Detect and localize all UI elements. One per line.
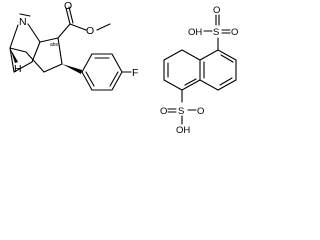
wedge-c3-aryl: [62, 64, 82, 74]
bond-n-c1: [27, 23, 41, 43]
bond-n-c5: [9, 24, 19, 49]
bond-nap-shared-bottom: [199, 79, 219, 91]
bond-nap-double-2: [219, 77, 233, 86]
bond-nap-5: [181, 49, 201, 61]
bond-ar-1: [81, 53, 93, 73]
bond-c7-c6: [13, 61, 33, 73]
bond-nap-double-4: [184, 78, 197, 86]
structure-canvas: N O O F H abs: [0, 0, 268, 134]
atom-h-bridge: H: [14, 63, 22, 75]
atom-n: N: [19, 16, 27, 28]
bond-ar-double-2: [109, 71, 119, 87]
bond-nap-double-1: [220, 54, 234, 63]
chemical-structure-drawing: N O O F H abs: [9, 0, 238, 134]
atom-o-top-up: O: [213, 5, 220, 16]
bond-ar-4: [111, 71, 123, 91]
bond-c1-c2: [39, 37, 59, 43]
bond-c6-c5: [9, 47, 15, 73]
bond-ar-3: [111, 53, 123, 73]
bond-nap-8: [163, 79, 183, 91]
bond-c2-carbonyl: [57, 23, 71, 39]
bond-c1-c7: [31, 41, 41, 63]
bond-c3-c2: [57, 37, 63, 65]
bond-carbonyl-double-1: [65, 7, 71, 25]
bond-nap-9: [181, 79, 201, 91]
bond-n-methyl: [19, 13, 31, 17]
bond-c4-c3-base: [25, 51, 45, 73]
atom-o-carbonyl: O: [64, 0, 72, 12]
stereo-abs-mark: abs: [50, 42, 59, 48]
atom-o-bottom-left: O: [160, 106, 167, 117]
tropane-molecule: N O O F H abs: [9, 0, 138, 91]
atom-s-top: S: [213, 27, 219, 38]
naphthalene-disulfonic-acid: S O O OH S O O OH: [160, 5, 238, 134]
atom-o-bottom-right: O: [197, 106, 204, 117]
bond-c4-c3: [43, 63, 63, 73]
bond-nap-4: [199, 49, 219, 61]
bond-ester-o-methyl: [96, 23, 111, 31]
atom-o-ester: O: [86, 25, 94, 37]
bond-carbonyl-double-2: [68, 6, 74, 24]
atom-s-bottom: S: [178, 106, 184, 117]
atom-oh-bottom: OH: [176, 125, 190, 134]
atom-oh-top: OH: [188, 27, 202, 38]
bond-carbonyl-ester-o: [69, 23, 87, 31]
atom-o-top-right: O: [231, 27, 238, 38]
bond-nap-6: [163, 49, 183, 61]
bond-nap-3: [217, 79, 237, 91]
bond-ar-6: [81, 71, 93, 91]
bond-nap-1: [217, 49, 237, 61]
bond-c5-c4: [9, 47, 27, 53]
atom-f: F: [132, 67, 138, 79]
wedge-bridge-h: [10, 48, 18, 63]
bond-ar-double-3: [85, 71, 95, 87]
